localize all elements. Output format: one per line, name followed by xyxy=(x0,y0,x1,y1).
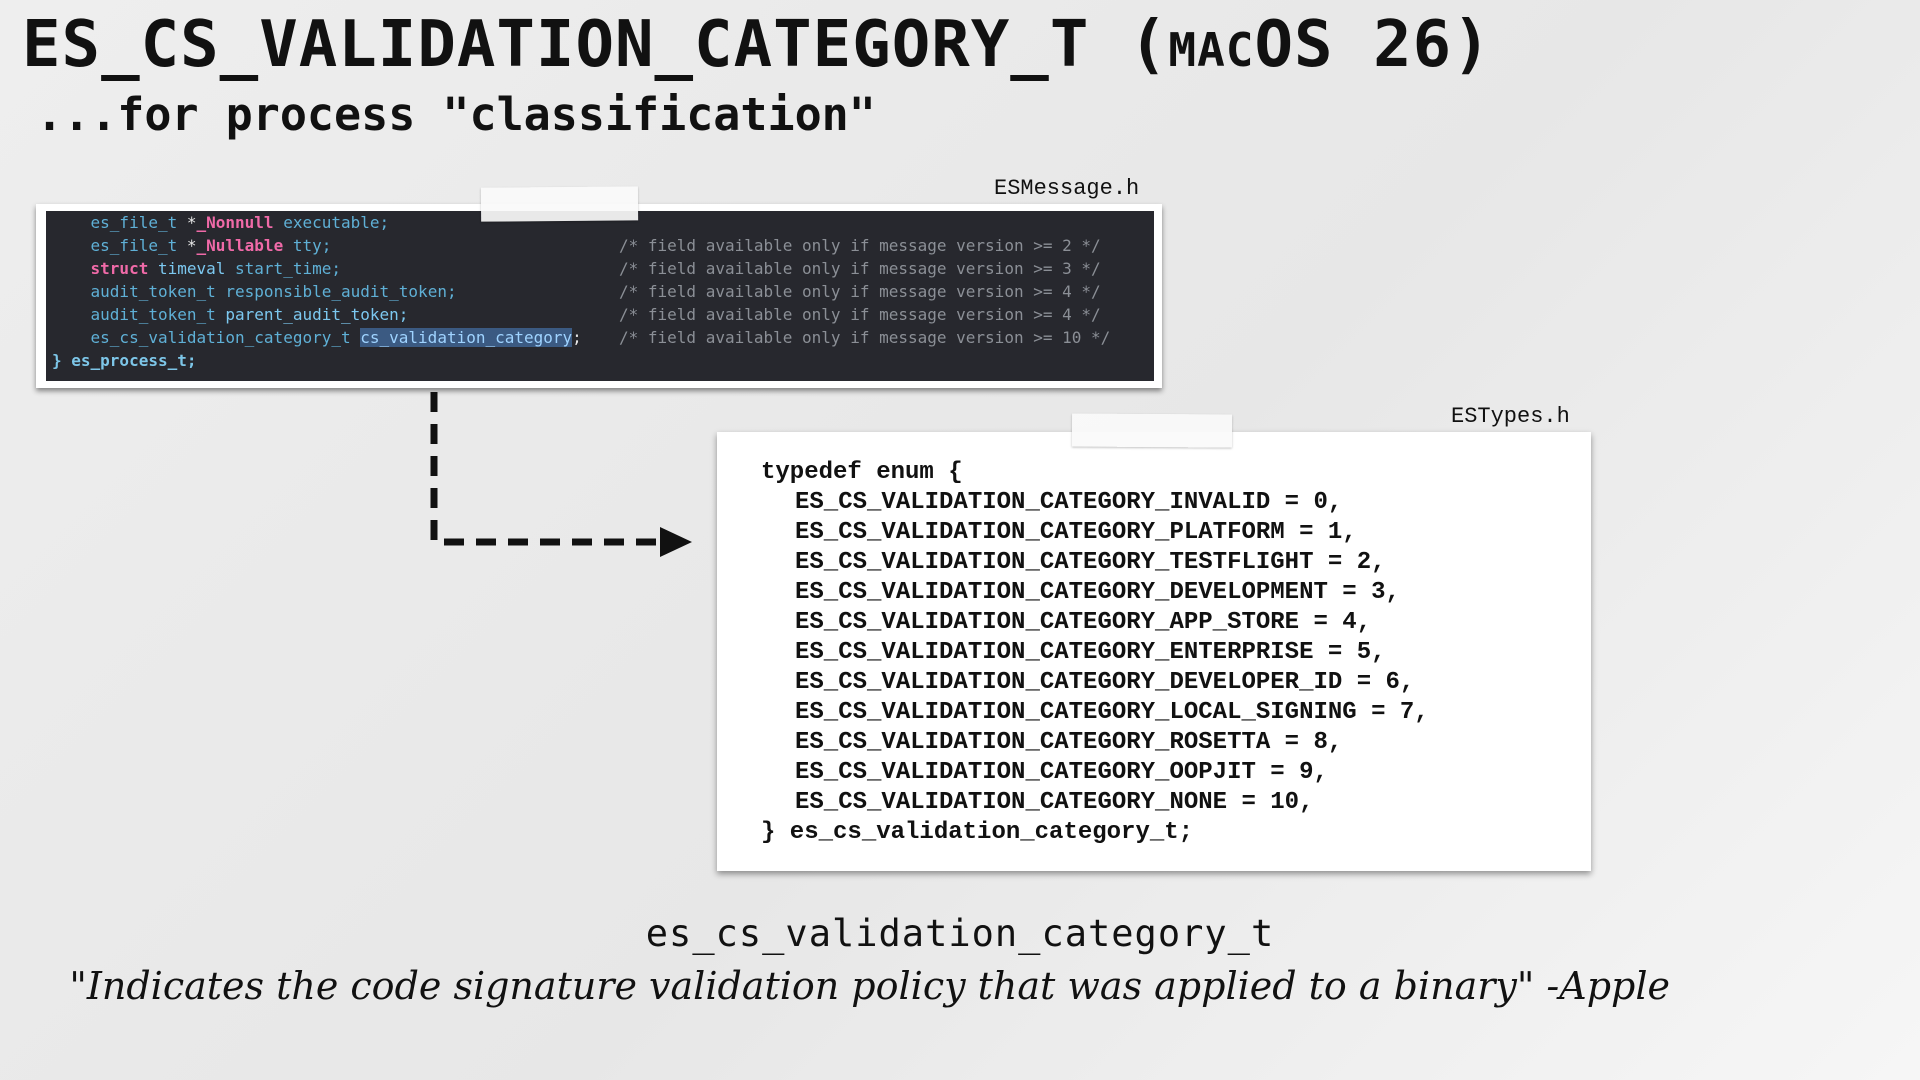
highlighted-field: cs_validation_category xyxy=(360,328,573,347)
code-line: es_file_t *_Nullable tty; xyxy=(90,236,332,255)
code-comment: /* field available only if message versi… xyxy=(619,305,1101,324)
enum-entry: ES_CS_VALIDATION_CATEGORY_DEVELOPER_ID =… xyxy=(795,669,1415,696)
enum-entry: ES_CS_VALIDATION_CATEGORY_DEVELOPMENT = … xyxy=(795,579,1400,606)
esmessage-code-card: es_file_t *_Nonnull executable; es_file_… xyxy=(36,204,1162,388)
code-closing: } es_process_t; xyxy=(52,351,197,370)
code-comment: /* field available only if message versi… xyxy=(619,282,1101,301)
enum-entry: ES_CS_VALIDATION_CATEGORY_LOCAL_SIGNING … xyxy=(795,699,1429,726)
enum-entry: ES_CS_VALIDATION_CATEGORY_ROSETTA = 8, xyxy=(795,729,1343,756)
code-line: audit_token_t parent_audit_token; xyxy=(90,305,409,324)
code-comment: /* field available only if message versi… xyxy=(619,236,1101,255)
code-line: es_cs_validation_category_t cs_validatio… xyxy=(90,328,582,347)
enum-entry: ES_CS_VALIDATION_CATEGORY_ENTERPRISE = 5… xyxy=(795,639,1386,666)
title-main: ES_CS_VALIDATION_CATEGORY_T xyxy=(22,8,1090,82)
apple-quote: "Indicates the code signature validation… xyxy=(69,964,1670,1008)
esmessage-filename: ESMessage.h xyxy=(994,176,1140,201)
enum-entry: ES_CS_VALIDATION_CATEGORY_TESTFLIGHT = 2… xyxy=(795,549,1386,576)
estypes-code-card: typedef enum { ES_CS_VALIDATION_CATEGORY… xyxy=(717,432,1591,871)
tape-strip xyxy=(1071,413,1233,448)
enum-open: typedef enum { xyxy=(761,459,963,486)
title-paren: ( xyxy=(1128,8,1169,82)
enum-entry: ES_CS_VALIDATION_CATEGORY_APP_STORE = 4, xyxy=(795,609,1372,636)
title-os-small-1: M xyxy=(1168,23,1198,77)
enum-entry: ES_CS_VALIDATION_CATEGORY_INVALID = 0, xyxy=(795,489,1343,516)
code-comment: /* field available only if message versi… xyxy=(619,328,1111,347)
enum-entry: ES_CS_VALIDATION_CATEGORY_PLATFORM = 1, xyxy=(795,519,1357,546)
title-os-small-2: AC xyxy=(1197,23,1255,77)
slide-subtitle: ...for process "classification" xyxy=(36,88,876,141)
estypes-filename: ESTypes.h xyxy=(1451,404,1570,429)
slide-title: ES_CS_VALIDATION_CATEGORY_T (MACOS 26) xyxy=(22,8,1492,82)
code-comment: /* field available only if message versi… xyxy=(619,259,1101,278)
enum-entry: ES_CS_VALIDATION_CATEGORY_NONE = 10, xyxy=(795,789,1314,816)
code-line: es_file_t *_Nonnull executable; xyxy=(90,213,390,232)
enum-close: } es_cs_validation_category_t; xyxy=(761,819,1194,846)
enum-entry: ES_CS_VALIDATION_CATEGORY_OOPJIT = 9, xyxy=(795,759,1328,786)
title-os-rest: OS 26) xyxy=(1254,8,1492,82)
caption-type-name: es_cs_validation_category_t xyxy=(645,912,1275,955)
code-line: struct timeval start_time; xyxy=(90,259,341,278)
esmessage-code-block: es_file_t *_Nonnull executable; es_file_… xyxy=(46,211,1154,381)
code-line: audit_token_t responsible_audit_token; xyxy=(90,282,457,301)
